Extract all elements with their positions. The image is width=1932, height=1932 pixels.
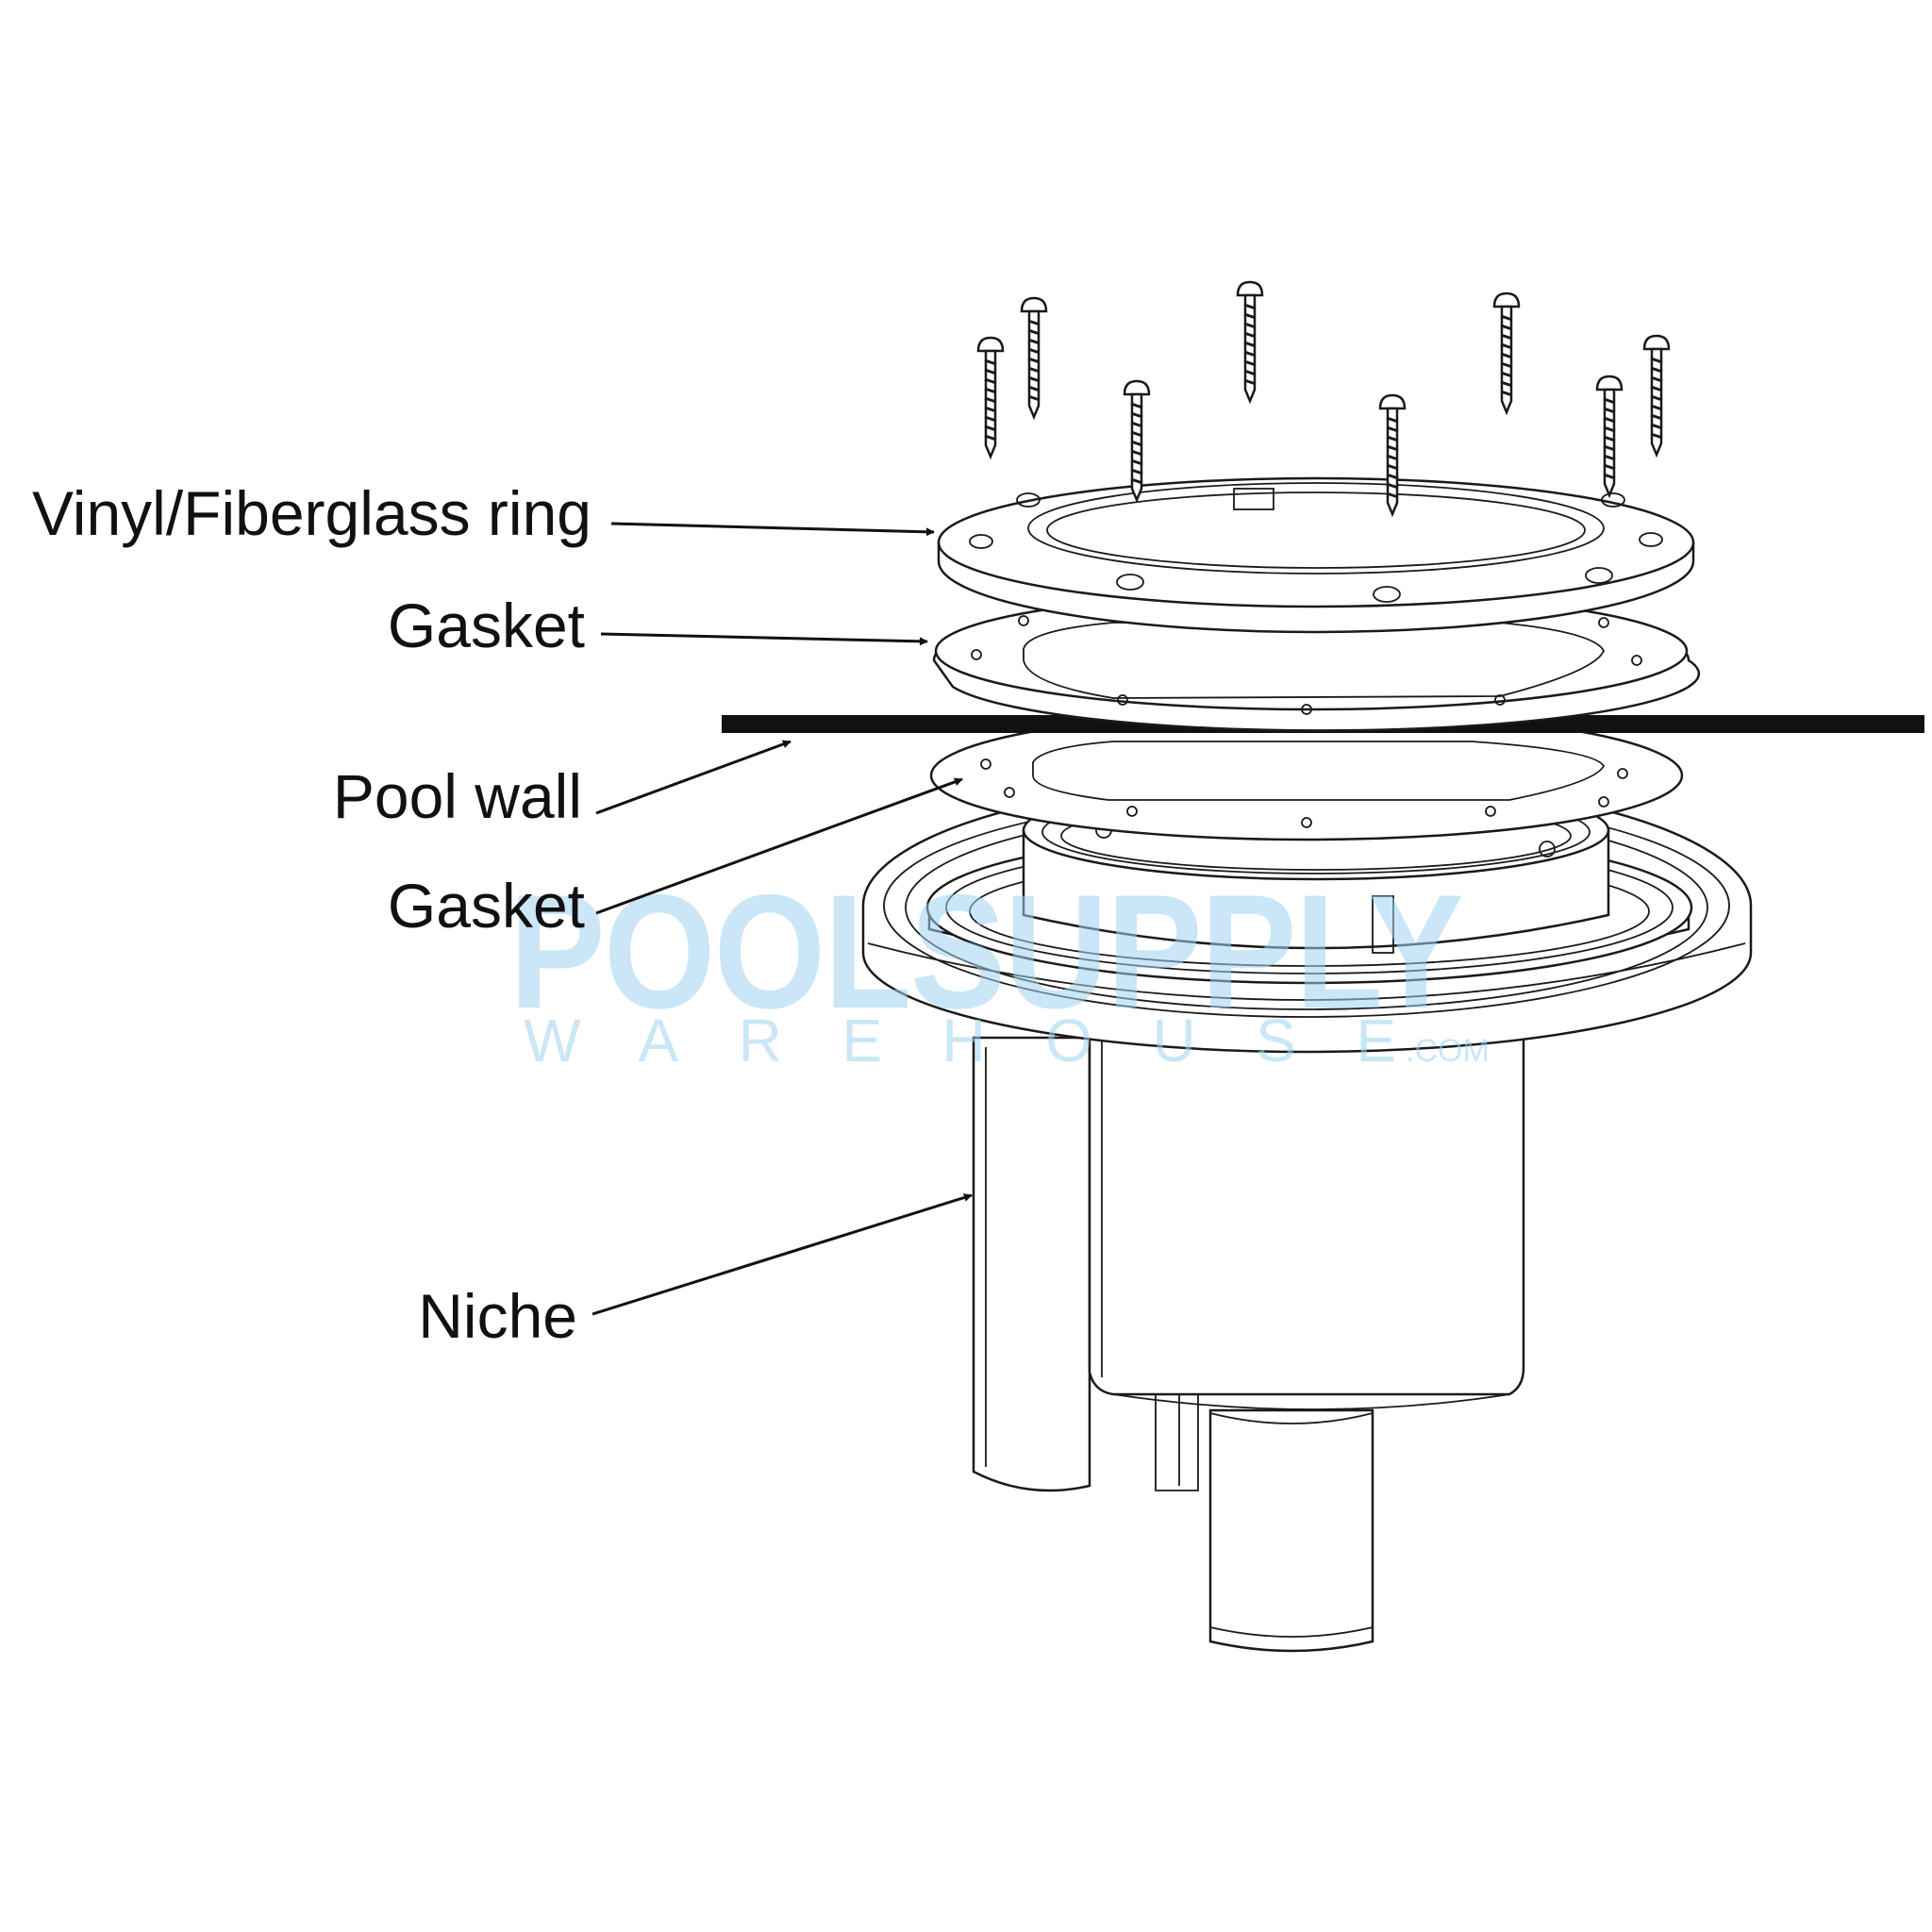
leader-gasket-top (600, 632, 928, 646)
screws (976, 280, 1671, 518)
label-niche: Niche (418, 1281, 577, 1351)
vinyl-fiberglass-ring (937, 476, 1695, 634)
screw-1 (976, 336, 1005, 460)
leader-niche (591, 1193, 973, 1316)
niche (861, 775, 1753, 1653)
labels: Vinyl/Fiberglass ring Gasket Pool wall G… (32, 478, 591, 1351)
screw-8 (1642, 334, 1671, 458)
leader-ring (610, 522, 935, 537)
screw-2 (1020, 296, 1048, 421)
watermark-line2: WAREHOUSE (524, 1007, 1396, 1074)
leader-gasket-bottom (595, 777, 963, 915)
leader-lines (591, 522, 973, 1316)
label-pool-wall: Pool wall (333, 761, 582, 831)
label-ring: Vinyl/Fiberglass ring (32, 478, 591, 548)
screw-4 (1236, 280, 1264, 405)
watermark-line1: POOLSUPPLY (509, 861, 1462, 1042)
watermark-suffix: .COM (1406, 1033, 1490, 1069)
leader-pool-wall (595, 740, 791, 815)
label-gasket-bottom: Gasket (388, 871, 585, 941)
screw-6 (1492, 291, 1521, 416)
watermark: POOLSUPPLY WAREHOUSE .COM (509, 861, 1490, 1074)
screw-3 (1123, 379, 1151, 504)
label-gasket-top: Gasket (388, 591, 585, 660)
screw-7 (1595, 375, 1624, 499)
screw-5 (1378, 393, 1407, 518)
